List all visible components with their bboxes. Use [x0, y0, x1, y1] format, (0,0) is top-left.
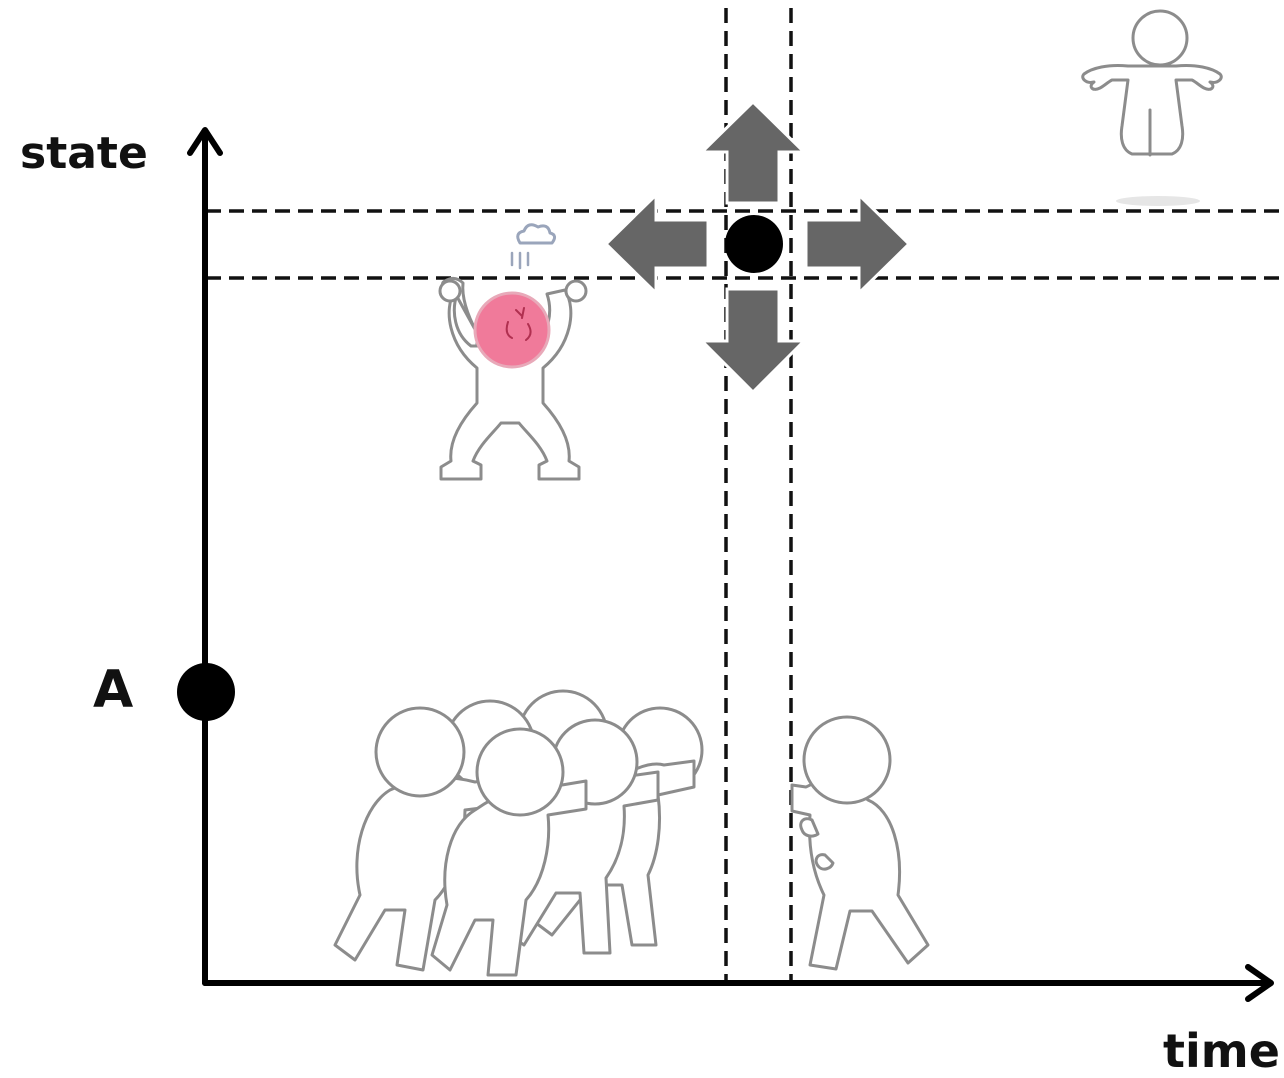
arrow-down [698, 287, 808, 395]
crowd-front-row [430, 727, 588, 977]
y-axis-arrowhead [187, 127, 223, 156]
four-way-arrows-icon [603, 99, 912, 395]
person-pushing-icon [790, 715, 930, 971]
angry-person-icon [438, 223, 588, 481]
arrow-left [603, 191, 710, 297]
arrow-right [804, 191, 912, 297]
point-a [177, 663, 235, 721]
crowd-pushing-icon [333, 689, 704, 977]
equilibrium-point [725, 215, 783, 273]
kneeling-shadow [1116, 196, 1200, 206]
point-a-label: A [93, 660, 134, 720]
kneeling-person-icon [1081, 9, 1223, 157]
angry-head [473, 291, 551, 369]
x-axis-arrowhead [1245, 964, 1274, 1002]
arrow-up [698, 99, 808, 205]
x-axis-label: time [1163, 1024, 1280, 1078]
axes [187, 127, 1274, 1002]
y-axis-label: state [20, 128, 148, 179]
